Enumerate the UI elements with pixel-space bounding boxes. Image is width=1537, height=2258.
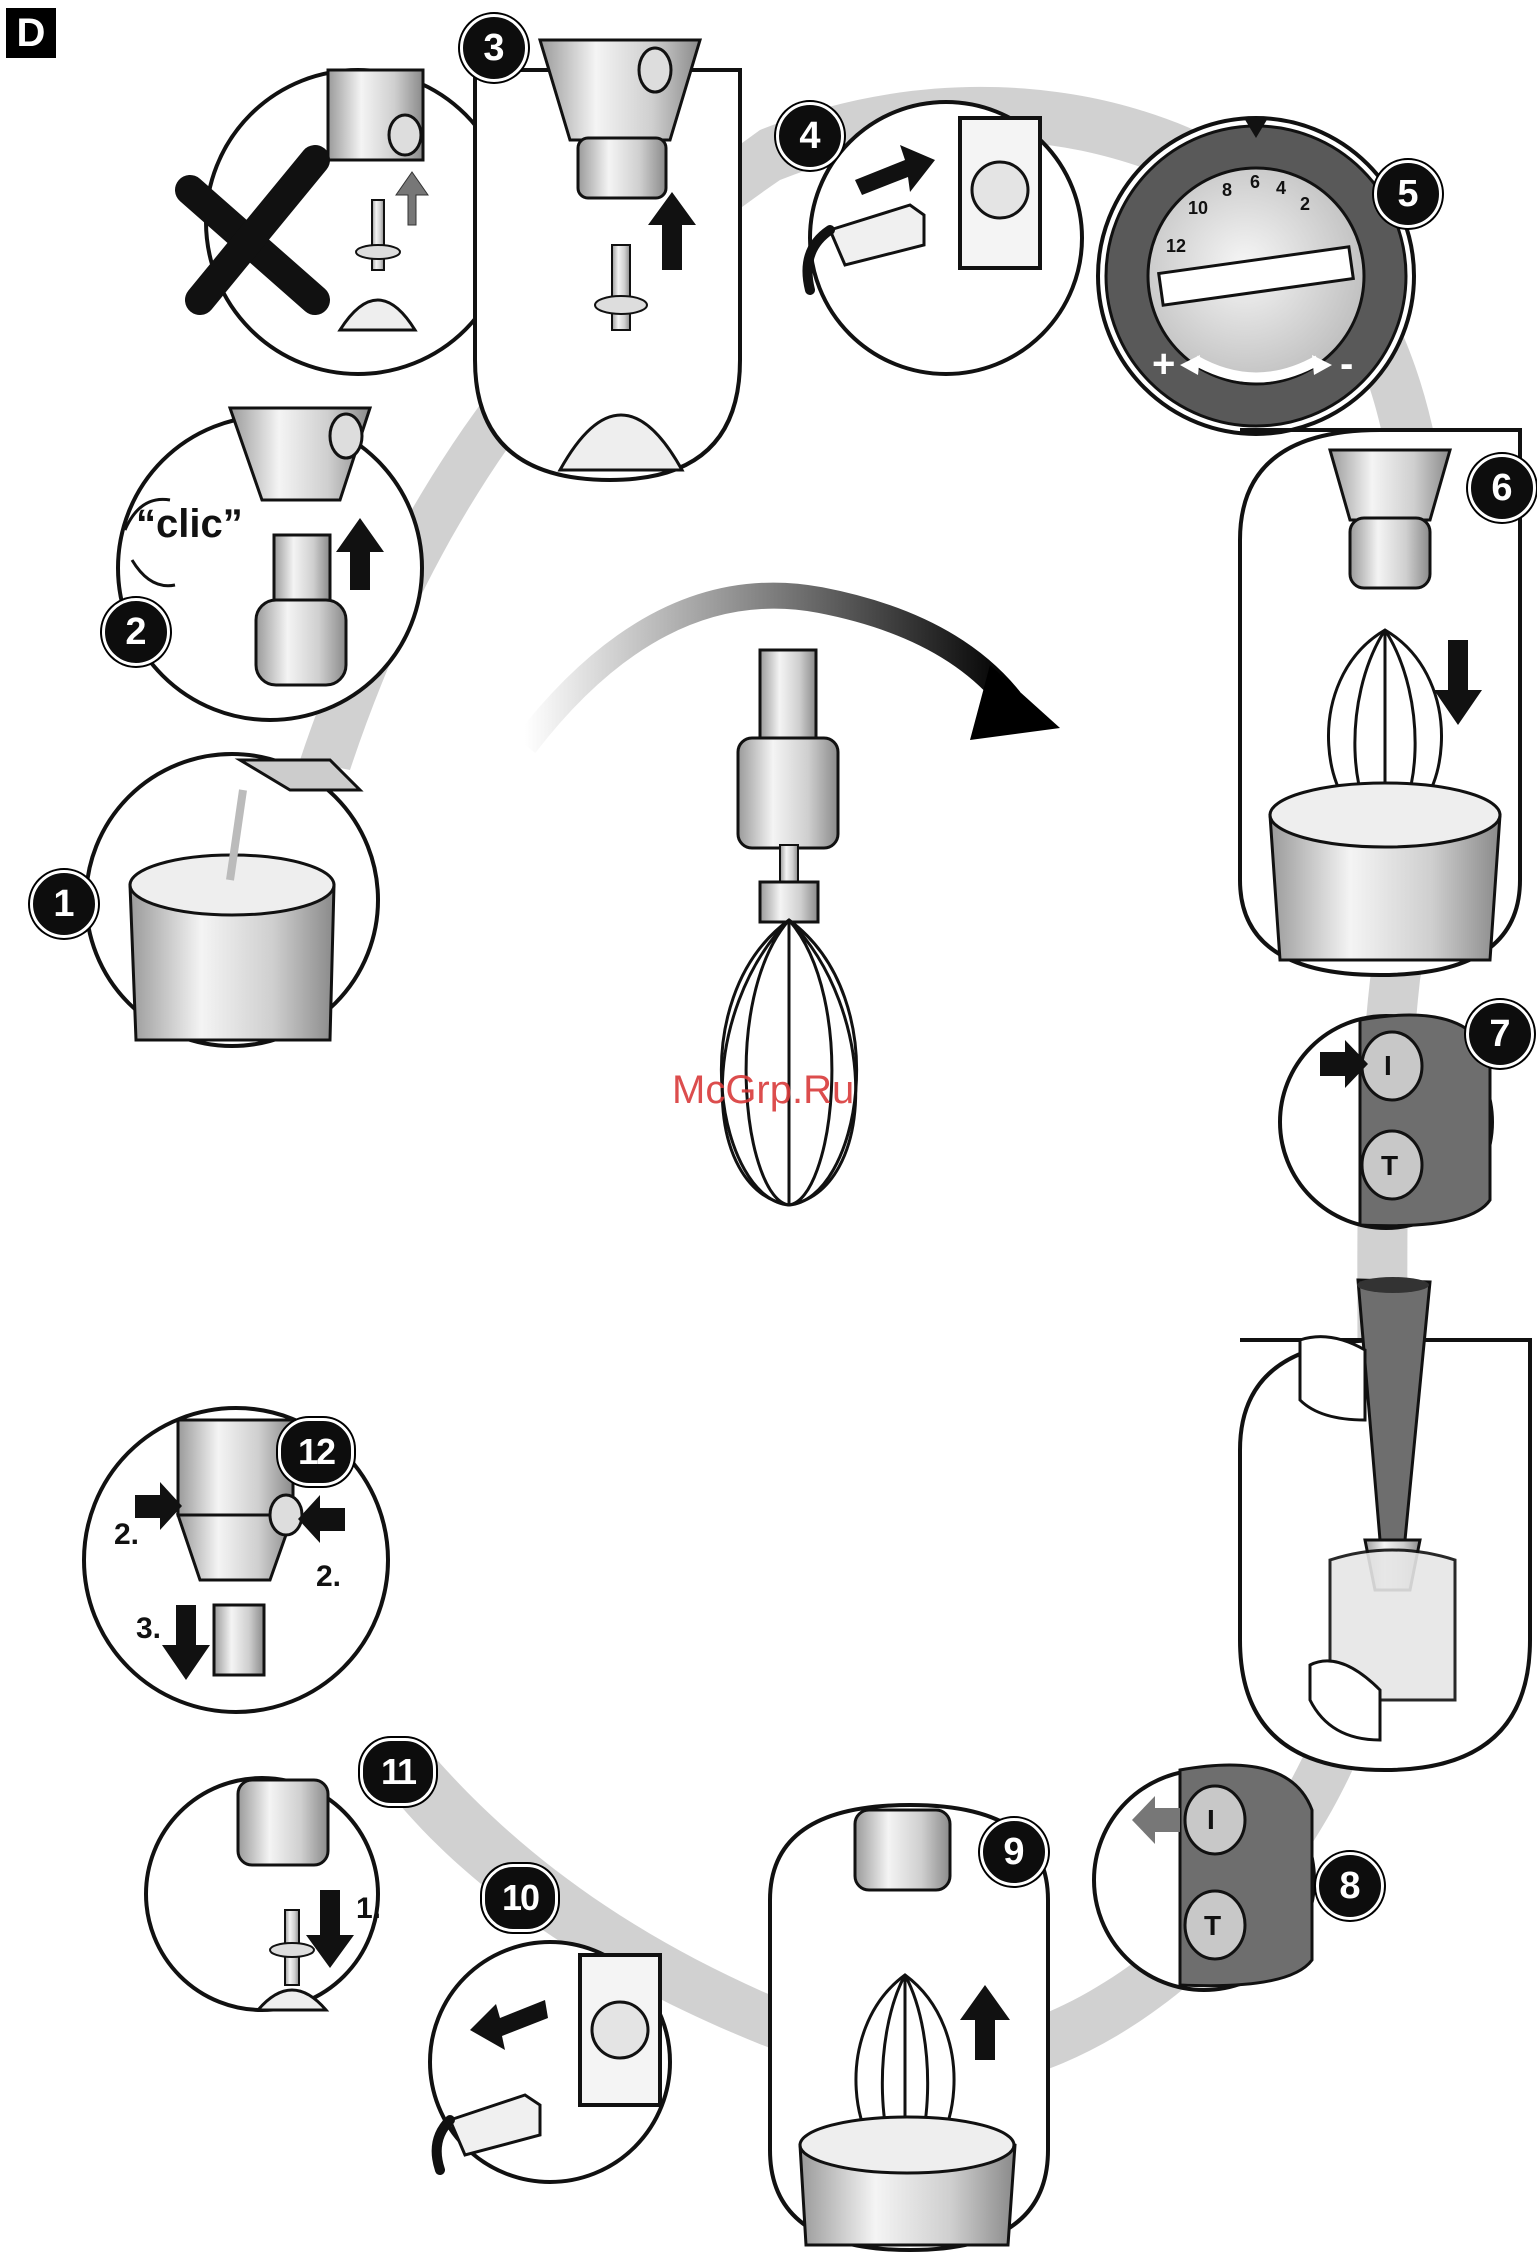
dial-mark-4: 4 <box>1276 178 1286 199</box>
step-2-badge: 2 <box>102 598 170 666</box>
dial-mark-2: 2 <box>1300 194 1310 215</box>
step-9-badge: 9 <box>980 1818 1048 1886</box>
step-11-badge: 11 <box>360 1738 436 1806</box>
label-step-12-three: 3. <box>136 1612 161 1646</box>
step-8-badge: 8 <box>1316 1852 1384 1920</box>
dial-mark-12: 12 <box>1166 236 1186 257</box>
step-5-badge: 5 <box>1374 160 1442 228</box>
step-7-press-on-panel <box>1280 1015 1492 1228</box>
step-5-speed-dial-panel <box>1098 118 1414 434</box>
step-4-plug-in-panel <box>808 102 1083 374</box>
step-1-badge: 1 <box>30 870 98 938</box>
label-step-12-two-left: 2. <box>114 1518 139 1552</box>
step-2-attach-panel <box>118 408 422 720</box>
watermark: McGrp.Ru <box>672 1068 854 1113</box>
step-3-right-panel <box>475 40 740 480</box>
step-10-unplug-panel <box>430 1942 670 2182</box>
section-label: D <box>6 8 56 58</box>
step-7-badge: 7 <box>1466 1000 1534 1068</box>
step-10-badge: 10 <box>482 1864 558 1932</box>
on-button-label-step-8: I <box>1207 1804 1215 1836</box>
step-6-badge: 6 <box>1468 454 1536 522</box>
dial-mark-8: 8 <box>1222 180 1232 201</box>
step-3-wrong-panel <box>190 70 510 374</box>
dial-mark-6: 6 <box>1250 172 1260 193</box>
whisk-attachment <box>721 650 856 1205</box>
on-button-label-step-7: I <box>1384 1050 1392 1082</box>
step-3-badge: 3 <box>460 14 528 82</box>
turbo-button-label-step-7: T <box>1381 1150 1398 1182</box>
dial-minus-mark: - <box>1340 342 1353 387</box>
turbo-button-label-step-8: T <box>1204 1910 1221 1942</box>
step-12-badge: 12 <box>278 1418 354 1486</box>
blending-panel <box>1240 1277 1530 1770</box>
label-step-12-two-right: 2. <box>316 1560 341 1594</box>
label-step-11-one: 1. <box>356 1892 381 1926</box>
step-1-pour-panel <box>86 754 378 1046</box>
clic-callout: “clic” <box>136 502 243 547</box>
dial-plus-mark: + <box>1152 342 1175 387</box>
dial-mark-10: 10 <box>1188 198 1208 219</box>
step-4-badge: 4 <box>776 102 844 170</box>
step-11-detach-panel <box>146 1778 378 2010</box>
step-8-release-panel <box>1094 1765 1314 1990</box>
